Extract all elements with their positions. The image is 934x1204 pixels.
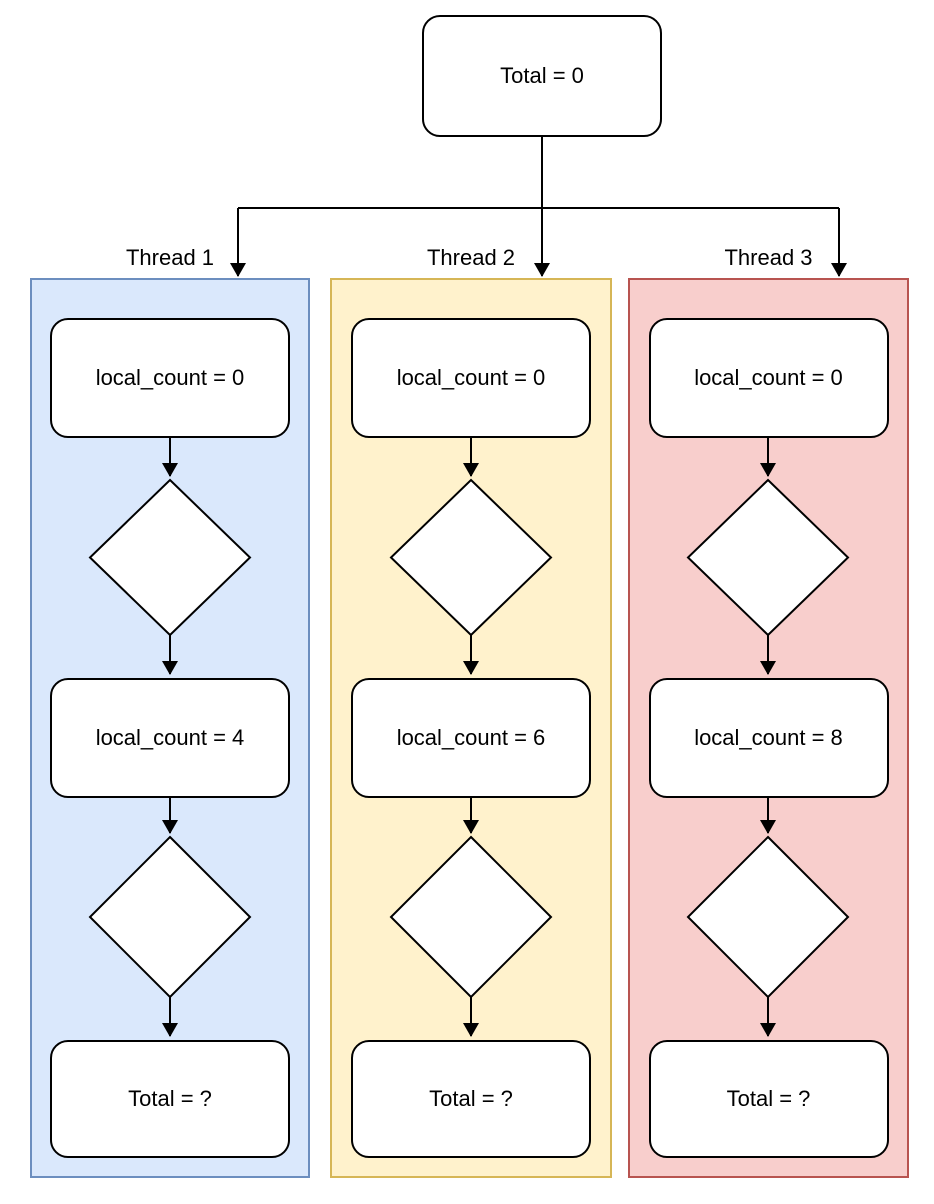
thread-3-update-decision-label: Update Total bbox=[733, 891, 804, 945]
thread-2-node-init: local_count = 0 bbox=[351, 318, 591, 438]
thread-2-title: Thread 2 bbox=[426, 245, 516, 270]
node-total-init-label: Total = 0 bbox=[500, 62, 584, 88]
thread-2-count-decision-label: Count My Sections bbox=[423, 531, 519, 585]
thread-1-count-decision-label: Count My Sections bbox=[122, 531, 218, 585]
thread-3-node-init-label: local_count = 0 bbox=[694, 364, 843, 390]
thread-2-node-total-result-label: Total = ? bbox=[429, 1085, 513, 1111]
node-total-init: Total = 0 bbox=[422, 15, 662, 137]
thread-3-node-total-result-label: Total = ? bbox=[726, 1085, 811, 1111]
thread-1-node-init: local_count = 0 bbox=[50, 318, 290, 438]
thread-3-node-local-result-label: local_count = 8 bbox=[694, 724, 843, 750]
thread-2-group: Thread 2 local_count = 0 Count My Sectio… bbox=[330, 245, 612, 1178]
thread-1-node-total-result: Total = ? bbox=[50, 1040, 290, 1158]
thread-2-node-local-result-label: local_count = 6 bbox=[396, 724, 546, 750]
thread-3-node-total-result: Total = ? bbox=[648, 1040, 889, 1158]
thread-1-update-decision-label: Update Total bbox=[134, 891, 206, 945]
thread-3-count-decision-label: Count My Sections bbox=[721, 531, 816, 585]
thread-2-node-init-label: local_count = 0 bbox=[396, 364, 546, 390]
thread-2-update-decision-label: Update Total bbox=[435, 891, 507, 945]
thread-3-node-init: local_count = 0 bbox=[648, 318, 889, 438]
thread-1-node-total-result-label: Total = ? bbox=[128, 1085, 212, 1111]
thread-2-node-local-result: local_count = 6 bbox=[351, 678, 591, 798]
thread-3-node-local-result: local_count = 8 bbox=[648, 678, 889, 798]
thread-3-group: Thread 3 local_count = 0 Count My Sectio… bbox=[628, 245, 909, 1178]
thread-2-node-total-result: Total = ? bbox=[351, 1040, 591, 1158]
thread-1-node-init-label: local_count = 0 bbox=[95, 364, 245, 390]
thread-3-title: Thread 3 bbox=[724, 245, 813, 270]
thread-1-node-local-result: local_count = 4 bbox=[50, 678, 290, 798]
thread-1-node-local-result-label: local_count = 4 bbox=[95, 724, 245, 750]
thread-1-group: Thread 1 local_count = 0 Count My Sectio… bbox=[30, 245, 310, 1178]
thread-1-title: Thread 1 bbox=[125, 245, 215, 270]
